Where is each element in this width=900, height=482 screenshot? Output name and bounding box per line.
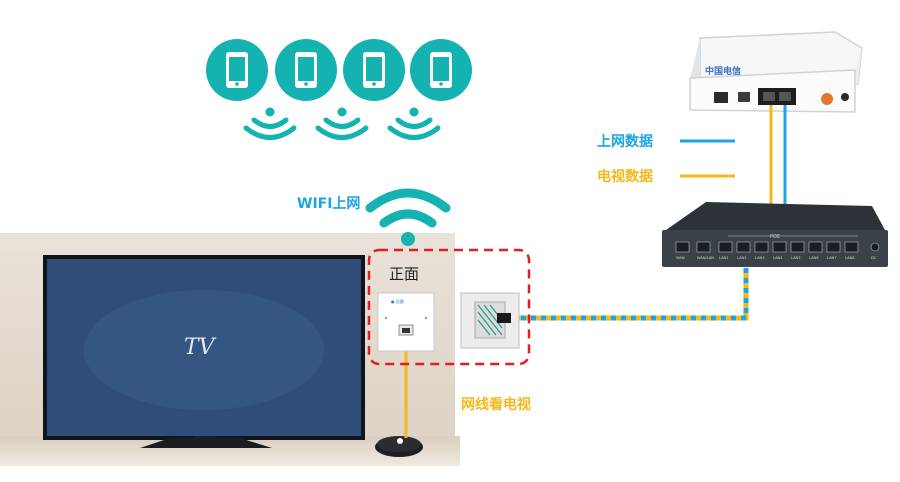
wall-panel-front: ● 迅捷: [377, 292, 435, 352]
switch-port-label: WAN/LAN: [697, 256, 714, 260]
wifi-label: WIFI上网: [297, 196, 361, 212]
set-top-box: [375, 436, 423, 457]
switch-port-label: WAN: [676, 256, 685, 260]
phone-icon-1: [206, 39, 268, 101]
phone-icon-4: [410, 39, 472, 101]
switch-port-label: LAN3: [755, 256, 765, 260]
switch-device: POE WAN WAN/LAN LAN1 LAN2 LAN3 LAN4 LAN5 LAN6 LA…: [662, 202, 888, 267]
tv-logo: TV: [184, 335, 217, 360]
ethernet-cable: [512, 268, 749, 321]
switch-port-label: DC: [871, 256, 877, 260]
front-label: 正面: [389, 265, 420, 283]
tv-device: [43, 255, 365, 448]
modem-device: 中国电信: [689, 31, 863, 113]
legend-tv-label: 电视数据: [597, 169, 653, 185]
panel-highlight-box: [367, 248, 531, 366]
wall-panel-back: [460, 292, 520, 349]
wifi-signal-icon-1: [243, 107, 297, 140]
phone-icon-2: [275, 39, 337, 101]
svg-text:● 迅捷: ● 迅捷: [391, 298, 404, 304]
legend-internet-label: 上网数据: [597, 134, 653, 150]
svg-text:POE: POE: [770, 234, 780, 240]
phone-icon-3: [343, 39, 405, 101]
svg-text:中国电信: 中国电信: [705, 65, 741, 76]
switch-port-label: LAN2: [737, 256, 747, 260]
switch-port-label: LAN1: [719, 256, 729, 260]
switch-port-label: LAN7: [827, 256, 837, 260]
wifi-icon: [365, 188, 451, 246]
cable-tv-label: 网线看电视: [461, 397, 531, 413]
wifi-signal-icon-2: [315, 107, 369, 140]
switch-port-label: LAN5: [791, 256, 801, 260]
switch-port-label: LAN4: [773, 256, 783, 260]
switch-port-label: LAN8: [845, 256, 855, 260]
wifi-signal-icon-3: [387, 107, 441, 140]
switch-port-label: LAN6: [809, 256, 819, 260]
